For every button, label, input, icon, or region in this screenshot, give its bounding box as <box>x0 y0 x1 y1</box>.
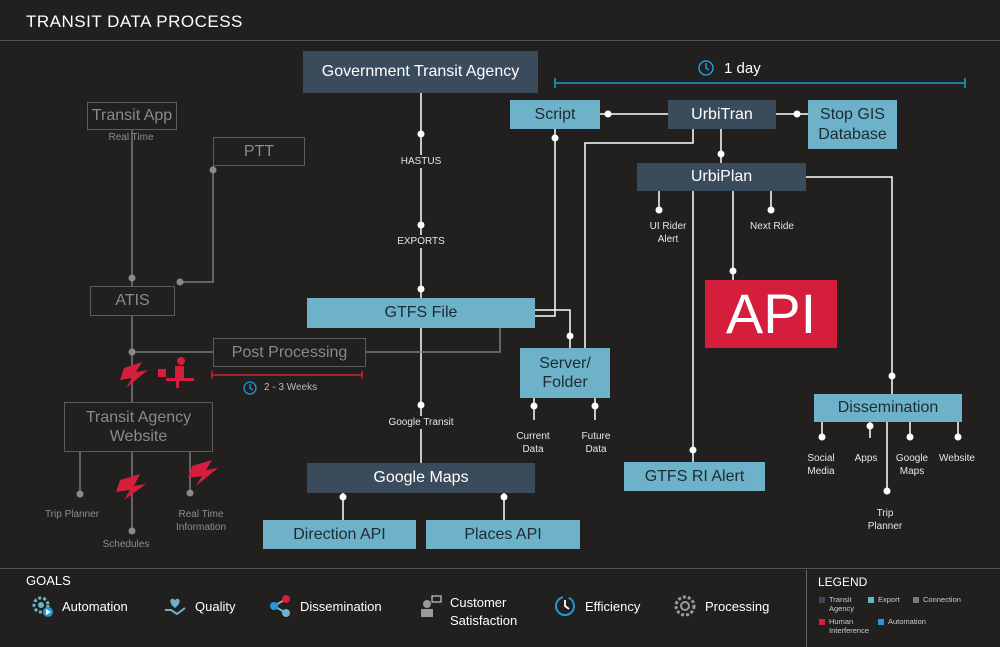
social-media-label: Social Media <box>807 453 835 477</box>
goal-dissemination: Dissemination <box>268 594 382 618</box>
dissemination-node: Dissemination <box>814 394 962 422</box>
government-transit-agency-node: Government Transit Agency <box>303 51 538 93</box>
footer-divider <box>0 568 1000 569</box>
one-day-label: 1 day <box>724 60 761 77</box>
clock-icon <box>698 60 714 76</box>
goal-label: Efficiency <box>585 598 641 614</box>
goal-label: Processing <box>705 598 770 614</box>
urbiplan-node: UrbiPlan <box>637 163 806 191</box>
gear-play-icon <box>30 594 54 618</box>
legend-label-automation: Automation <box>888 617 926 626</box>
post-processing-node: Post Processing <box>213 338 366 367</box>
real-time-label: Real Time <box>108 132 154 143</box>
hand-heart-icon <box>163 594 187 618</box>
legend-title: LEGEND <box>818 575 868 589</box>
goal-efficiency: Efficiency <box>553 594 640 618</box>
legend-label-export: Export <box>878 595 900 604</box>
lightning-icon <box>116 362 218 500</box>
goal-label: Customer Satisfaction <box>450 595 518 628</box>
clock-icon <box>553 594 577 618</box>
goal-label: Automation <box>62 598 128 614</box>
share-icon <box>268 594 292 618</box>
transit-app-node: Transit App <box>87 102 177 130</box>
goal-label: Dissemination <box>300 598 382 614</box>
future-data-label: Future Data <box>581 431 611 455</box>
legend-swatch-export <box>868 597 874 603</box>
gear-icon <box>673 594 697 618</box>
atis-node: ATIS <box>90 286 175 316</box>
clock-icon <box>243 381 257 395</box>
schedules-label: Schedules <box>102 539 150 550</box>
trip-planner-right-label: Trip Planner <box>867 508 903 532</box>
stop-gis-database-node: Stop GIS Database <box>808 100 897 149</box>
gtfs-rt-alert-node: GTFS RI Alert <box>624 462 765 491</box>
page-title: TRANSIT DATA PROCESS <box>26 12 243 31</box>
urbitran-node: UrbiTran <box>668 100 776 129</box>
transit-agency-website-node: Transit Agency Website <box>64 402 213 452</box>
goal-processing: Processing <box>673 594 769 618</box>
server-folder-node: Server/ Folder <box>520 348 610 398</box>
goal-customer-satisfaction: Customer Satisfaction <box>418 594 530 629</box>
two-three-weeks-label: 2 - 3 Weeks <box>264 382 318 393</box>
gtfs-file-node: GTFS File <box>307 298 535 328</box>
trip-planner-left-label: Trip Planner <box>44 509 100 520</box>
legend-label-connection: Connection <box>923 595 961 604</box>
goal-automation: Automation <box>30 594 128 618</box>
direction-api-node: Direction API <box>263 520 416 549</box>
apps-label: Apps <box>854 453 878 464</box>
customer-support-icon <box>418 594 442 618</box>
person-at-desk-icon <box>158 357 194 388</box>
google-maps-node: Google Maps <box>307 463 535 493</box>
next-ride-label: Next Ride <box>750 221 794 232</box>
legend-swatch-automation <box>878 619 884 625</box>
hastus-label: HASTUS <box>390 155 452 168</box>
goals-title: GOALS <box>26 573 71 588</box>
real-time-information-label: Real Time Information <box>175 509 227 533</box>
api-node: API <box>705 280 837 348</box>
goal-label: Quality <box>195 598 236 614</box>
google-maps-small-label: Google Maps <box>895 453 929 477</box>
legend <box>806 570 1000 647</box>
script-node: Script <box>510 100 600 129</box>
legend-swatch-connection <box>913 597 919 603</box>
header-divider <box>0 40 1000 41</box>
ptt-node: PTT <box>213 137 305 166</box>
website-label: Website <box>939 453 975 464</box>
exports-label: EXPORTS <box>386 235 456 248</box>
legend-label-human: Human Interference <box>829 617 870 635</box>
legend-label-agency: Transit Agency <box>829 595 855 613</box>
legend-swatch-human <box>819 619 825 625</box>
current-data-label: Current Data <box>516 431 550 455</box>
google-transit-label: Google Transit <box>376 416 466 429</box>
goal-quality: Quality <box>163 594 235 618</box>
ui-rider-alert-label: UI Rider Alert <box>649 221 687 245</box>
legend-swatch-agency <box>819 597 825 603</box>
places-api-node: Places API <box>426 520 580 549</box>
